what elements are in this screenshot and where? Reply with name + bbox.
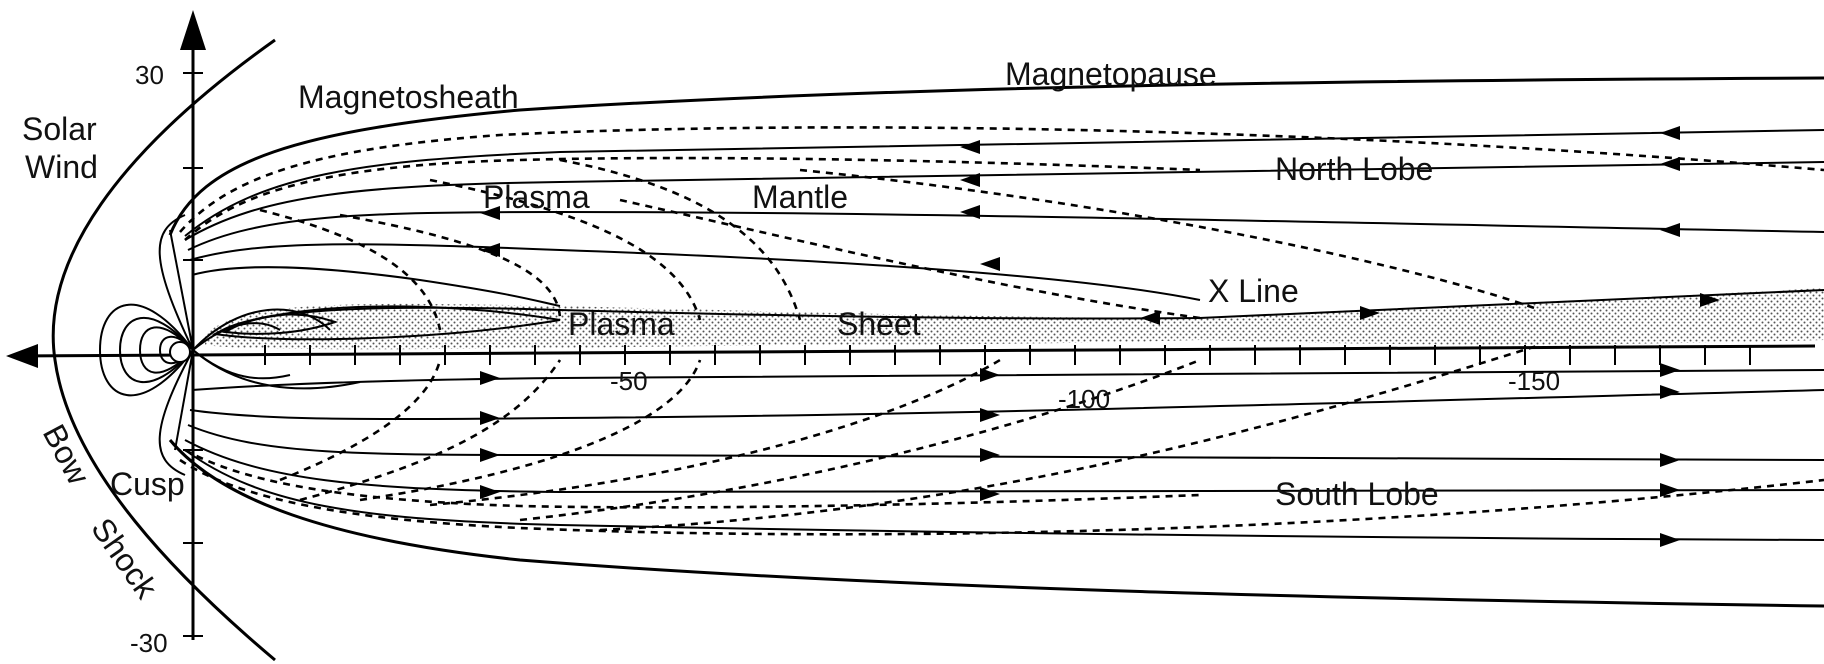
label-plasma-mantle-1: Plasma bbox=[483, 179, 590, 215]
field-line-lower-1 bbox=[184, 449, 1824, 541]
magnetopause-upper bbox=[168, 76, 1824, 236]
earth-icon bbox=[169, 341, 191, 363]
convection-path-l5 bbox=[519, 358, 1201, 522]
x-axis-ticks bbox=[264, 345, 1751, 365]
magnetopause-lower bbox=[168, 439, 1824, 608]
label-plasma-sheet-2: Sheet bbox=[837, 306, 921, 342]
x-tick-label-neg150: -150 bbox=[1508, 366, 1560, 396]
convection-path-l3 bbox=[359, 359, 702, 502]
y-axis-ticks bbox=[183, 72, 203, 637]
label-solar-wind-line-1: Solar bbox=[22, 111, 97, 147]
field-line-upper-5 bbox=[191, 266, 561, 307]
earth-dipole-field bbox=[98, 214, 361, 476]
label-north-lobe: North Lobe bbox=[1275, 151, 1433, 187]
convection-path-u4 bbox=[559, 158, 802, 321]
field-line-upper-4 bbox=[189, 243, 1201, 301]
label-bow-shock-2: Shock bbox=[84, 511, 165, 605]
field-line-lower-5 bbox=[191, 369, 1824, 391]
convection-path-l4 bbox=[429, 358, 1001, 507]
bow-shock-curve bbox=[51, 38, 276, 662]
mantle-boundary-lower-2 bbox=[184, 448, 1201, 509]
y-tick-label-30: 30 bbox=[135, 60, 164, 90]
label-plasma-sheet-1: Plasma bbox=[568, 306, 675, 342]
field-line-upper-3 bbox=[187, 210, 1824, 251]
label-solar-wind-line-2: Wind bbox=[25, 149, 98, 185]
plasma-sheet-inner-loop-2 bbox=[211, 305, 561, 341]
label-magnetosheath: Magnetosheath bbox=[298, 79, 519, 115]
label-cusp: Cusp bbox=[110, 466, 185, 502]
convection-path-u2 bbox=[339, 213, 562, 321]
x-axis-arrowhead bbox=[6, 344, 38, 368]
x-tick-label-neg50: -50 bbox=[610, 366, 648, 396]
field-line-lower-2 bbox=[184, 439, 1824, 495]
field-line-lower-4 bbox=[189, 389, 1824, 421]
field-line-arrows bbox=[480, 126, 1720, 547]
label-south-lobe: South Lobe bbox=[1275, 476, 1439, 512]
field-line-upper-1 bbox=[184, 129, 1824, 237]
x-tick-label-neg100: -100 bbox=[1058, 384, 1110, 414]
field-line-upper-2 bbox=[184, 161, 1824, 241]
y-tick-label-neg30: -30 bbox=[130, 628, 168, 658]
field-line-lower-3 bbox=[187, 424, 1824, 461]
convection-path-u5 bbox=[619, 198, 1201, 320]
convection-path-u3 bbox=[429, 178, 702, 321]
convection-path-u1 bbox=[259, 208, 442, 331]
y-axis-arrowhead bbox=[180, 10, 206, 50]
mantle-boundary-lower-1 bbox=[179, 458, 1824, 536]
label-plasma-mantle-2: Mantle bbox=[752, 179, 848, 215]
label-x-line: X Line bbox=[1208, 273, 1299, 309]
convection-path-u6 bbox=[799, 168, 1541, 312]
label-magnetopause: Magnetopause bbox=[1005, 56, 1217, 92]
label-bow-shock-1: Bow bbox=[36, 418, 97, 491]
mantle-boundary-upper-2 bbox=[184, 156, 1201, 241]
mantle-boundary-upper-1 bbox=[179, 126, 1824, 233]
